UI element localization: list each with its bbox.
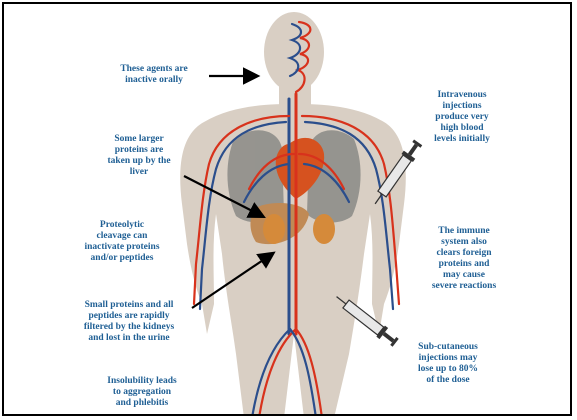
diagram-frame: These agents are inactive orally Some la…: [2, 2, 572, 416]
label-insolubility: Insolubility leads to aggregation and ph…: [92, 376, 192, 409]
label-kidney-filtration: Small proteins and all peptides are rapi…: [66, 300, 192, 344]
label-proteolytic: Proteolytic cleavage can inactivate prot…: [70, 220, 174, 264]
label-intravenous: Intravenous injections produce very high…: [414, 90, 510, 145]
label-inactive-orally: These agents are inactive orally: [102, 64, 206, 86]
label-liver-uptake: Some larger proteins are taken up by the…: [96, 134, 182, 178]
label-subcutaneous: Sub-cutaneous injections may lose up to …: [400, 342, 496, 386]
label-immune: The immune system also clears foreign pr…: [416, 226, 512, 292]
